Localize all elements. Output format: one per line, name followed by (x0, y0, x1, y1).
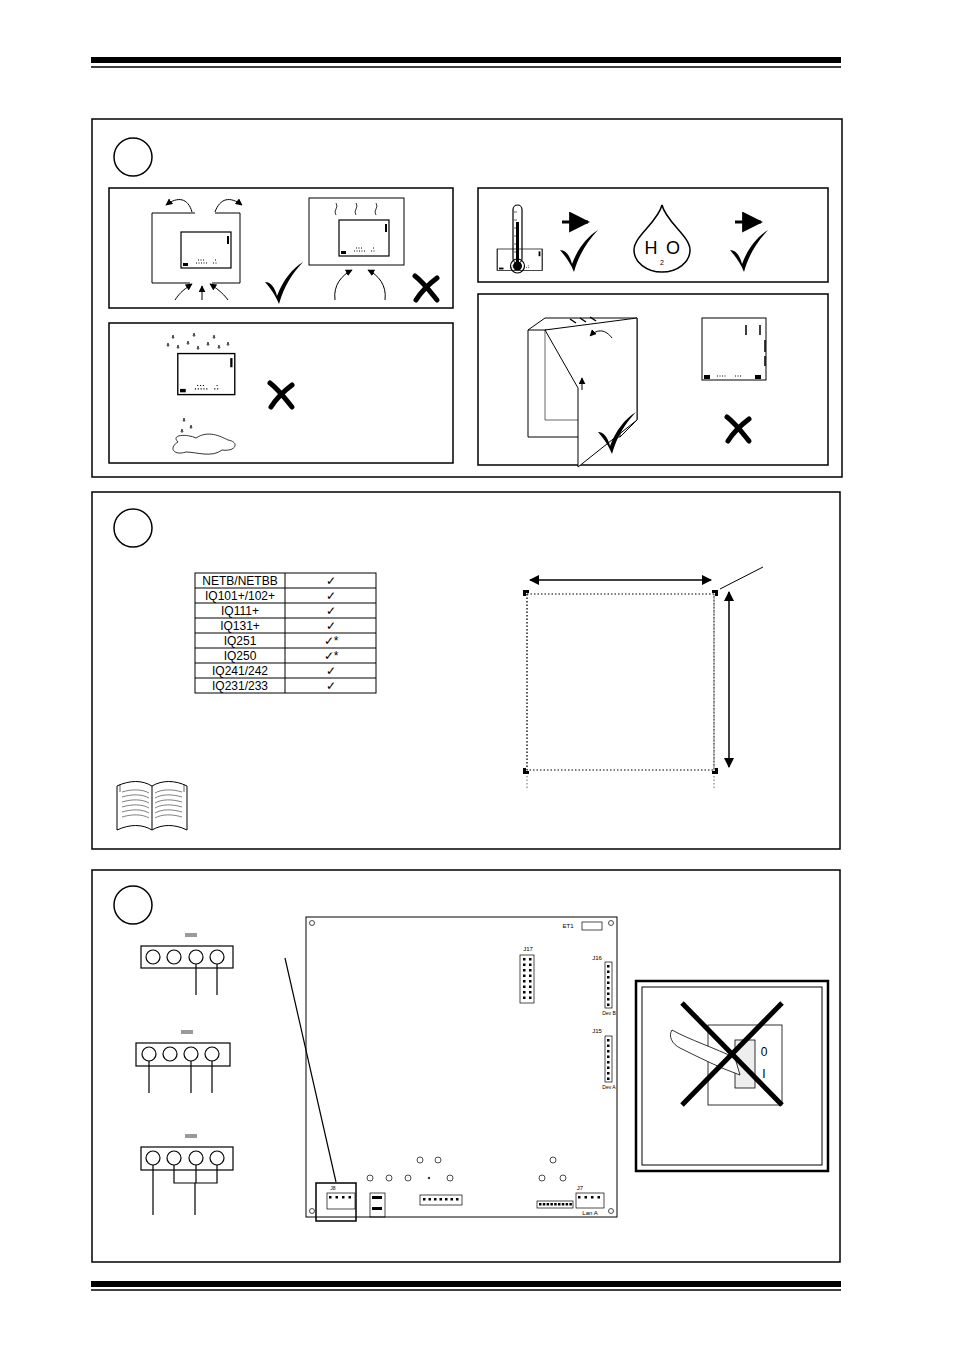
label: 2 (660, 259, 664, 266)
label: J16 (592, 955, 602, 961)
label: Dev B (602, 1011, 616, 1016)
label: ET1 (562, 923, 573, 929)
label: IQ241/242 (212, 665, 268, 677)
controller-board (306, 917, 617, 1217)
label: ✓ (326, 605, 336, 617)
label: ✓ (326, 680, 336, 692)
label: Dev A (602, 1085, 615, 1090)
label: IQ101+/102+ (205, 590, 275, 602)
label: IQ131+ (220, 620, 260, 632)
rule-bar (91, 1281, 841, 1287)
label: I (762, 1068, 765, 1080)
label: ✓ (326, 665, 336, 677)
label: ✓ (326, 575, 336, 587)
label: NETB/NETBB (202, 575, 277, 587)
step-circle (114, 886, 152, 924)
label: J8 (330, 1186, 335, 1191)
label: IQ250 (224, 650, 257, 662)
label: J7 (577, 1185, 583, 1191)
step-circle (114, 509, 152, 547)
label: IQ111+ (221, 605, 259, 617)
step-panel (92, 119, 842, 477)
step-panel (92, 492, 840, 849)
label: ✓ (326, 620, 336, 632)
step-panel (92, 870, 840, 1262)
compat-table (195, 573, 376, 693)
label: O (666, 239, 680, 257)
label: IQ231/233 (212, 680, 268, 692)
step-circle (114, 138, 152, 176)
label: J17 (523, 946, 533, 952)
label: J15 (592, 1028, 602, 1034)
label: ✓ (326, 590, 336, 602)
label: H (645, 239, 658, 257)
label: ✓* (324, 650, 339, 662)
label: ✓* (324, 635, 339, 647)
label: 0 (761, 1046, 768, 1058)
label: Lan A (582, 1210, 597, 1216)
label: IQ251 (224, 635, 257, 647)
rule-bar (91, 57, 841, 63)
